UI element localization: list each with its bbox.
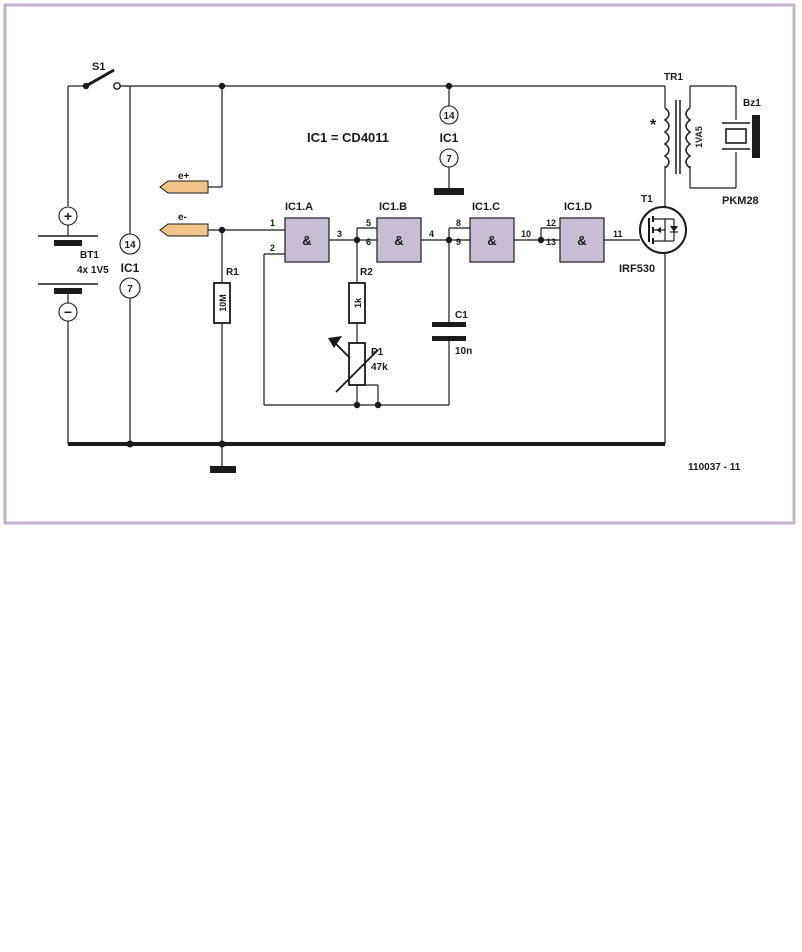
polarity-mark: * <box>650 117 657 134</box>
ic1-power-pins-mid: 14 IC1 7 <box>434 86 464 195</box>
nand-symbol: & <box>487 233 496 248</box>
ic1-label: IC1 <box>121 261 140 275</box>
r2-value: 1k <box>353 297 363 308</box>
r2-label: R2 <box>360 267 373 278</box>
switch-s1: S1 <box>82 61 121 90</box>
pin-13-label: 13 <box>546 237 556 247</box>
gate-ic1-a: IC1.A & 1 2 3 <box>270 201 342 263</box>
probe-e-minus: e- <box>159 212 285 237</box>
pin-2-label: 2 <box>270 243 275 253</box>
bt1-value: 4x 1V5 <box>77 265 109 276</box>
nand-symbol: & <box>577 233 586 248</box>
ic1-part-label: IC1 = CD4011 <box>307 130 389 145</box>
c1-label: C1 <box>455 310 468 321</box>
bz1-value: PKM28 <box>722 195 759 207</box>
gate-b-label: IC1.B <box>379 201 407 213</box>
bz1-label: Bz1 <box>743 98 761 109</box>
mosfet-t1: T1 IRF530 <box>619 194 687 275</box>
pin-10-label: 10 <box>521 229 531 239</box>
pin-12-label: 12 <box>546 218 556 228</box>
probe-e-plus: e+ <box>159 86 223 194</box>
tr1-value: 1VA5 <box>694 126 704 148</box>
pin-14-label: 14 <box>124 240 136 251</box>
e-plus-label: e+ <box>178 171 190 182</box>
gate-c-label: IC1.C <box>472 201 500 213</box>
tr1-label: TR1 <box>664 72 683 83</box>
bt1-label: BT1 <box>80 250 99 261</box>
gate-ic1-c: IC1.C & 8 9 10 <box>456 201 531 263</box>
pin-1-label: 1 <box>270 218 275 228</box>
pin-7-label: 7 <box>127 284 133 295</box>
capacitor-c1: C1 10n <box>432 310 472 405</box>
supply-rail <box>67 85 666 206</box>
battery-plus-sign: + <box>64 208 72 224</box>
buzzer-bz1: Bz1 PKM28 <box>690 85 761 207</box>
p1-value: 47k <box>371 362 388 373</box>
battery-bt1: + − BT1 4x 1V5 <box>38 206 109 444</box>
c1-value: 10n <box>455 346 472 357</box>
pin-9-label: 9 <box>456 237 461 247</box>
battery-minus-sign: − <box>64 304 72 320</box>
gate-a-label: IC1.A <box>285 201 313 213</box>
pin-8-label: 8 <box>456 218 461 228</box>
pin-11-label: 11 <box>613 229 623 239</box>
pin-7-label: 7 <box>446 154 452 165</box>
pin-14-label: 14 <box>443 111 455 122</box>
nand-symbol: & <box>302 233 311 248</box>
e-minus-label: e- <box>178 212 187 223</box>
gate-d-label: IC1.D <box>564 201 592 213</box>
resistor-r1: 10M R1 <box>210 230 239 473</box>
ic1-label: IC1 <box>440 131 459 145</box>
schematic-diagram: S1 + − BT1 4x 1V5 14 IC1 7 14 IC1 7 <box>3 3 796 525</box>
schematic-frame: S1 + − BT1 4x 1V5 14 IC1 7 14 IC1 7 <box>3 3 796 525</box>
r1-label: R1 <box>226 267 239 278</box>
t1-value: IRF530 <box>619 263 655 275</box>
pin-5-label: 5 <box>366 218 371 228</box>
s1-label: S1 <box>92 61 105 73</box>
gate-ic1-b: IC1.B & 5 6 4 <box>366 201 434 263</box>
junction <box>353 401 361 409</box>
ground-symbol <box>210 466 236 473</box>
nand-symbol: & <box>394 233 403 248</box>
junction <box>374 401 382 409</box>
diagram-border <box>3 3 796 525</box>
r1-value: 10M <box>218 294 228 312</box>
figure-code: 110037 - 11 <box>688 462 741 473</box>
p1-label: P1 <box>371 347 384 358</box>
ground-symbol <box>434 188 464 195</box>
potentiometer-p1: P1 47k <box>328 336 388 405</box>
resistor-r2: R2 1k <box>348 267 373 343</box>
pin-4-label: 4 <box>429 229 434 239</box>
gate-ic1-d: IC1.D & 12 13 11 <box>546 201 623 263</box>
pin-6-label: 6 <box>366 237 371 247</box>
transformer-tr1: TR1 * 1VA5 <box>650 72 704 188</box>
ic1-power-pins-left: 14 IC1 7 <box>119 86 141 448</box>
pin-3-label: 3 <box>337 229 342 239</box>
t1-label: T1 <box>641 194 653 205</box>
